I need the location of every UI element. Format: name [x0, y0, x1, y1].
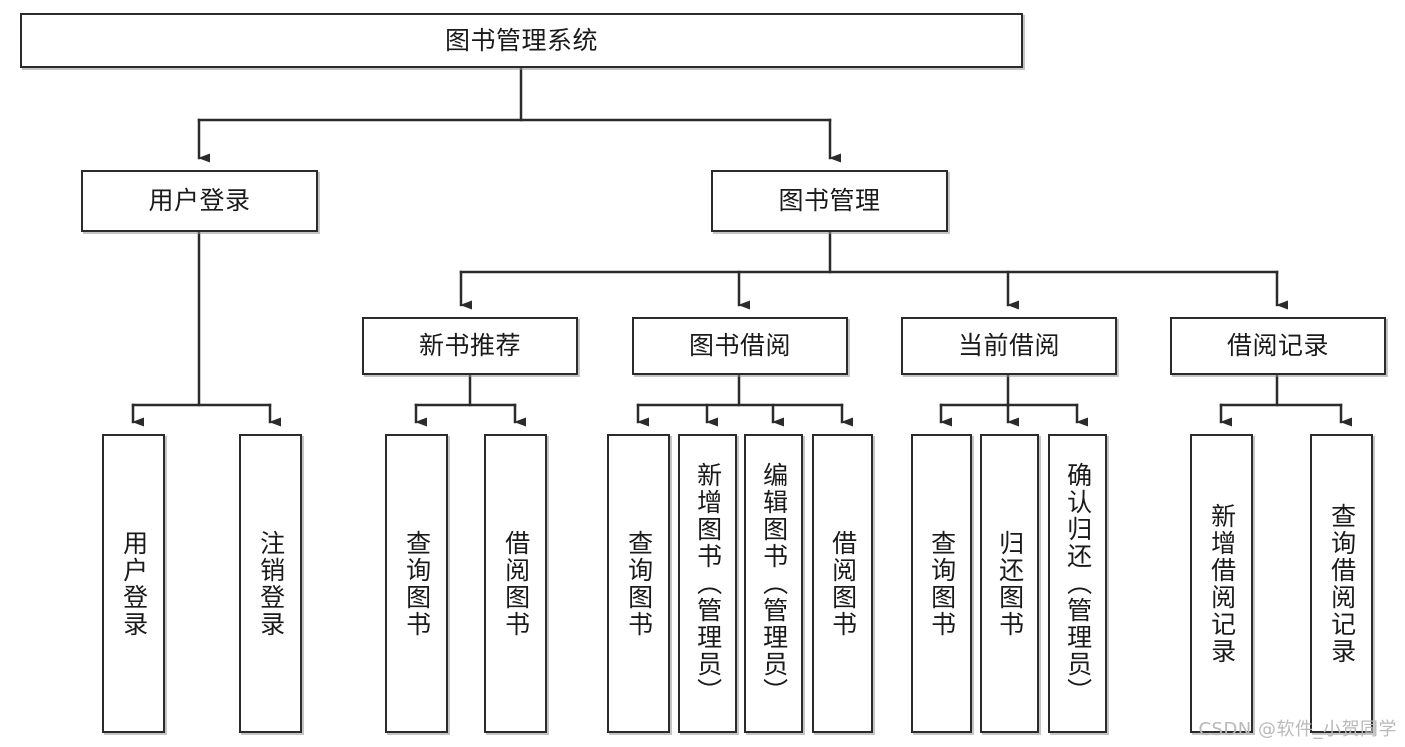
node-leaf-logout-login-label: 注销登录: [256, 529, 286, 638]
node-leaf-user-login[interactable]: 用户登录: [102, 434, 165, 733]
node-leaf-add-record-label: 新增借阅记录: [1207, 502, 1237, 665]
node-new-book-recommend-label: 新书推荐: [418, 331, 521, 361]
node-current-borrow-label: 当前借阅: [957, 331, 1060, 361]
node-leaf-add-book[interactable]: 新增图书（管理员）: [678, 434, 737, 733]
node-leaf-query-record[interactable]: 查询借阅记录: [1310, 434, 1373, 733]
node-leaf-query-book-3-label: 查询图书: [927, 529, 957, 638]
node-leaf-edit-book[interactable]: 编辑图书（管理员）: [744, 434, 803, 733]
node-user-login[interactable]: 用户登录: [81, 170, 318, 232]
node-leaf-confirm-return-label: 确认归还（管理员）: [1063, 462, 1093, 705]
node-leaf-add-book-label: 新增图书（管理员）: [693, 462, 723, 705]
node-leaf-return-book[interactable]: 归还图书: [980, 434, 1039, 733]
node-root-label: 图书管理系统: [444, 25, 598, 55]
node-new-book-recommend[interactable]: 新书推荐: [362, 317, 578, 375]
node-user-login-label: 用户登录: [148, 186, 251, 216]
node-leaf-add-record[interactable]: 新增借阅记录: [1190, 434, 1253, 733]
csdn-watermark: CSDN @软件_小贺同学: [1198, 719, 1397, 740]
node-leaf-return-book-label: 归还图书: [995, 529, 1025, 638]
node-book-manage[interactable]: 图书管理: [711, 170, 948, 232]
node-leaf-query-book-2-label: 查询图书: [624, 529, 654, 638]
node-leaf-query-book-3[interactable]: 查询图书: [911, 434, 972, 733]
node-borrow-record-label: 借阅记录: [1226, 331, 1329, 361]
node-leaf-query-book-2[interactable]: 查询图书: [607, 434, 670, 733]
node-leaf-user-login-label: 用户登录: [119, 529, 149, 638]
node-leaf-logout-login[interactable]: 注销登录: [239, 434, 302, 733]
node-leaf-query-book-1-label: 查询图书: [402, 529, 432, 638]
node-leaf-borrow-book-1[interactable]: 借阅图书: [484, 434, 547, 733]
node-leaf-confirm-return[interactable]: 确认归还（管理员）: [1048, 434, 1107, 733]
node-leaf-query-book-1[interactable]: 查询图书: [385, 434, 448, 733]
node-current-borrow[interactable]: 当前借阅: [901, 317, 1117, 375]
node-leaf-borrow-book-2[interactable]: 借阅图书: [812, 434, 873, 733]
node-root[interactable]: 图书管理系统: [20, 13, 1023, 68]
node-book-manage-label: 图书管理: [778, 186, 881, 216]
node-borrow-record[interactable]: 借阅记录: [1170, 317, 1386, 375]
node-book-borrow[interactable]: 图书借阅: [632, 317, 848, 375]
node-leaf-borrow-book-1-label: 借阅图书: [501, 529, 531, 638]
node-leaf-edit-book-label: 编辑图书（管理员）: [759, 462, 789, 705]
node-book-borrow-label: 图书借阅: [688, 331, 791, 361]
node-leaf-borrow-book-2-label: 借阅图书: [828, 529, 858, 638]
node-leaf-query-record-label: 查询借阅记录: [1327, 502, 1357, 665]
